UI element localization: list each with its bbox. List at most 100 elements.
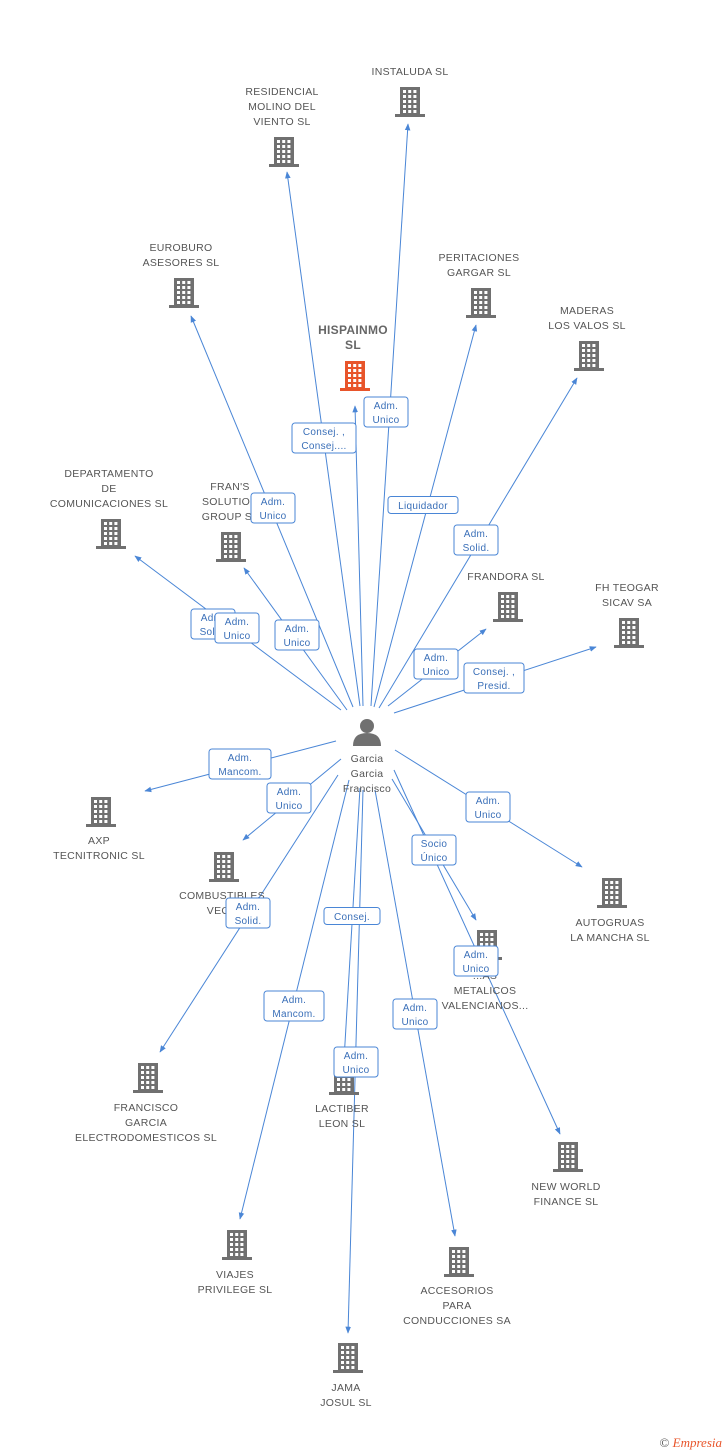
role-line: Unico xyxy=(474,810,501,821)
building-icon-residencial[interactable] xyxy=(269,137,299,167)
role-text: Adm. Unico xyxy=(342,1051,369,1076)
role-line: Unico xyxy=(259,511,286,522)
role-badge-maderas[interactable]: Adm.Solid. xyxy=(453,524,499,556)
building-icon-francisco[interactable] xyxy=(133,1063,163,1093)
building-icon-frans[interactable] xyxy=(216,532,246,562)
building-icon-accesorios[interactable] xyxy=(444,1247,474,1277)
company-label-newworld-line: FINANCE SL xyxy=(534,1196,599,1208)
company-label-francisco-line: GARCIA xyxy=(125,1117,167,1129)
edge-hispainmo xyxy=(352,405,364,707)
company-label-hispainmo-line: HISPAINMO xyxy=(318,323,388,337)
building-icon-euroburo[interactable] xyxy=(169,278,199,308)
brand-logo-text: Empresia xyxy=(672,1435,722,1450)
role-badge-accesorios[interactable]: Adm.Unico xyxy=(392,998,438,1030)
role-line: Socio xyxy=(421,839,448,850)
role-badge-instaluda[interactable]: Adm.Unico xyxy=(363,396,409,428)
role-badge-fhteogar[interactable]: Consej. ,Presid. xyxy=(463,662,525,694)
role-badge-axp[interactable]: Adm.Mancom. xyxy=(208,748,272,780)
company-label-peritaciones-line: PERITACIONES xyxy=(438,252,519,264)
role-badge-newworld[interactable]: Adm.Unico xyxy=(453,945,499,977)
building-icon-jama[interactable] xyxy=(333,1343,363,1373)
role-text: Adm. Unico xyxy=(275,787,302,812)
copyright-symbol: © xyxy=(659,1435,670,1450)
building-icon-instaluda[interactable] xyxy=(395,87,425,117)
company-label-euroburo-line: ASESORES SL xyxy=(143,257,220,269)
building-icon-hispainmo[interactable] xyxy=(340,361,370,391)
edge-peritaciones xyxy=(373,324,478,708)
building-icon-fhteogar[interactable] xyxy=(614,618,644,648)
company-label-departamento-line: DE xyxy=(101,483,116,495)
building-icon-autogruas[interactable] xyxy=(597,878,627,908)
role-badge-jama[interactable]: Adm. Unico xyxy=(333,1046,379,1078)
role-text: Consej. ,Consej.... xyxy=(301,427,346,452)
company-label-axp-line: AXP xyxy=(88,835,110,847)
role-line: Adm. xyxy=(277,787,302,798)
building-icon-maderas[interactable] xyxy=(574,341,604,371)
role-badge-francisco[interactable]: Adm.Solid. xyxy=(225,897,271,929)
company-label-maderas-line: MADERAS xyxy=(560,305,614,317)
building-icon-departamento[interactable] xyxy=(96,519,126,549)
role-badge-peritaciones[interactable]: Liquidador xyxy=(387,496,459,514)
role-line: Unico xyxy=(342,1065,369,1076)
company-label-lactiber[interactable]: LACTIBER LEON SL xyxy=(315,1103,369,1130)
role-line: Unico xyxy=(275,801,302,812)
person-icon[interactable] xyxy=(353,719,381,746)
role-badge-frans[interactable]: Adm.Unico xyxy=(274,619,320,651)
role-text: Adm.Unico xyxy=(223,617,250,642)
company-label-lactiber-line: LEON SL xyxy=(319,1118,365,1130)
role-badge-lactiber[interactable]: Consej. xyxy=(323,907,381,925)
role-text: Adm.Unico xyxy=(372,401,399,426)
company-label-lactiber-line: LACTIBER xyxy=(315,1103,369,1115)
building-icon-axp[interactable] xyxy=(86,797,116,827)
role-line: Adm. xyxy=(403,1003,428,1014)
company-label-frandora[interactable]: FRANDORA SL xyxy=(467,571,544,583)
role-text: Consej. xyxy=(334,912,370,923)
company-label-metalicos[interactable]: ...ASMETALICOSVALENCIANOS... xyxy=(442,970,529,1012)
role-badge-combustibles[interactable]: Adm. Unico xyxy=(266,782,312,814)
role-line: Adm. xyxy=(464,529,489,540)
role-text: Adm.Unico xyxy=(401,1003,428,1028)
role-line: Adm. xyxy=(261,497,286,508)
role-text: Adm.Mancom. xyxy=(218,753,261,778)
company-label-viajes-line: PRIVILEGE SL xyxy=(198,1284,273,1296)
role-line: Adm. xyxy=(344,1051,369,1062)
role-badge-autogruas[interactable]: Adm.Unico xyxy=(465,791,511,823)
building-icon-combustibles[interactable] xyxy=(209,852,239,882)
building-icon-newworld[interactable] xyxy=(553,1142,583,1172)
role-text: Adm.Unico xyxy=(462,950,489,975)
building-icon-viajes[interactable] xyxy=(222,1230,252,1260)
role-badge-frandora[interactable]: Adm.Unico xyxy=(413,648,459,680)
role-badge-viajes[interactable]: Adm.Mancom. xyxy=(263,990,325,1022)
role-badge-residencial[interactable]: Adm. Unico xyxy=(250,492,296,524)
footer-brand[interactable]: © Empresia xyxy=(660,1435,723,1451)
role-line: Presid. xyxy=(477,681,510,692)
role-line: Adm. xyxy=(201,613,226,624)
role-badge-hispainmo[interactable]: Consej. ,Consej.... xyxy=(291,422,357,454)
role-line: Unico xyxy=(372,415,399,426)
role-badge-departamento[interactable]: Adm.Unico xyxy=(214,612,260,644)
building-icon-peritaciones[interactable] xyxy=(466,288,496,318)
company-label-frans-line: FRAN'S xyxy=(210,481,249,493)
role-line: Adm. xyxy=(464,950,489,961)
company-label-departamento-line: DEPARTAMENTO xyxy=(64,468,153,480)
building-icon-frandora[interactable] xyxy=(493,592,523,622)
company-label-instaluda[interactable]: INSTALUDA SL xyxy=(372,66,449,78)
